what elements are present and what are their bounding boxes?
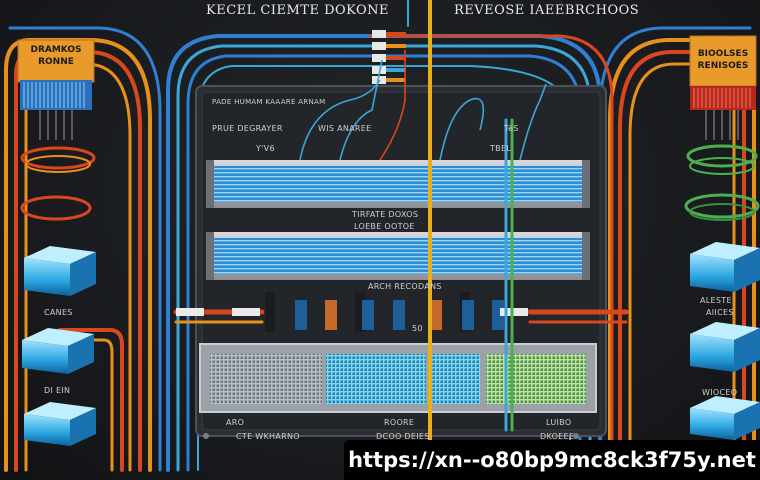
right-module-label-2: AIICES [706,308,734,317]
rack-2-caption: LOEBE OOTOE [354,222,415,231]
left-module-label-1: CANES [44,308,73,317]
panel-label-top-5: TBEL [490,144,512,153]
panel-bottom-label-6: DKOEEE [540,432,575,441]
left-module-tag: DRAMKOS RONNE [30,45,82,67]
header-right-title: REVEOSE IAEEBRCHOOS [454,3,640,18]
panel-label-top-6: TèS [504,124,519,133]
port-row [265,292,504,332]
right-module-tag: BIOOLSES RENISOES [697,49,749,71]
right-coils [684,144,760,221]
panel-bottom-label-3: ROORE [384,418,415,427]
upper-signal-cables [299,50,547,161]
panel-label-top-3: WIS ANAREE [318,124,372,133]
panel-bottom-label-1: ARO [226,418,245,427]
rack-1-caption: TIRFATE DOXOS [352,210,419,219]
right-module-label-3: WIOCEO [702,388,738,397]
header-left-title: KECEL CIEMTE DOKONE [206,3,390,18]
panel-label-top-4: Y'V6 [256,144,275,153]
rack-3-caption: ARCH RECODANS [368,282,442,291]
panel-label-top-2: PRUE DEGRAYER [212,124,283,133]
right-cubes [690,242,760,440]
rack-bar-2 [206,232,590,280]
data-grid [199,343,597,413]
panel-bottom-label-4: DCOO DEIES [376,432,430,441]
left-coils [20,146,96,221]
rack-bar-1 [206,160,590,208]
watermark-url: https://xn--o80bp9mc8ck3f75y.net [344,440,760,480]
panel-screws [203,433,579,439]
patch-cables [173,308,629,324]
panel-bottom-label-5: LUIBO [546,418,572,427]
left-connector-block [17,39,95,140]
vertical-center-wires [407,0,514,472]
panel-label-top-1: PADE HUMAM KAAARE ARNAM [212,98,326,106]
port-number: 50 [412,324,423,333]
header-connectors [372,30,406,84]
right-connector-block [689,35,757,140]
right-module-label-1: ALESTE [700,296,732,305]
left-module-label-2: DI EIN [44,386,71,395]
left-cubes [22,246,96,446]
panel-bottom-label-2: CTE WKHARNO [236,432,300,441]
